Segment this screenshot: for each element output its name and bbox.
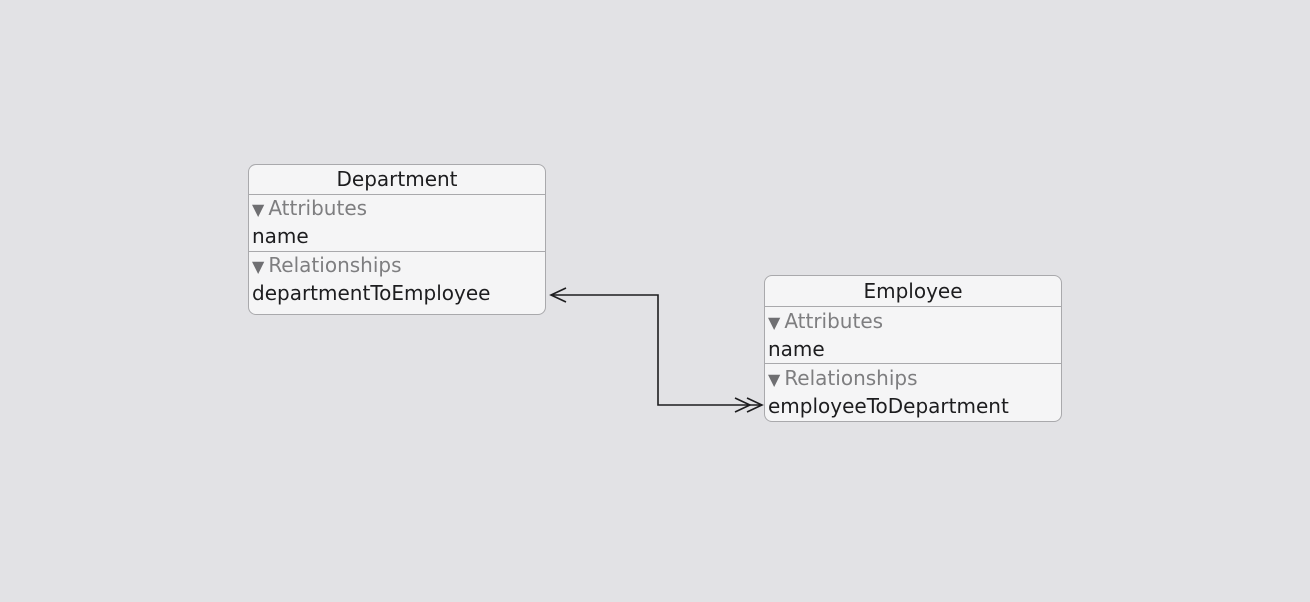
attribute-row-name[interactable]: name bbox=[768, 337, 825, 361]
entity-title[interactable]: Employee bbox=[765, 276, 1061, 307]
relationships-section-header[interactable]: ▼Relationships bbox=[249, 252, 545, 279]
relationships-header-label: Relationships bbox=[784, 366, 918, 390]
attribute-row-name[interactable]: name bbox=[252, 224, 309, 248]
attributes-section-header[interactable]: ▼Attributes bbox=[249, 195, 545, 222]
attributes-header-label: Attributes bbox=[268, 196, 368, 220]
section-divider bbox=[765, 363, 1061, 364]
to-many-arrowhead-icon bbox=[734, 397, 752, 413]
relationship-row-department-to-employee[interactable]: departmentToEmployee bbox=[252, 281, 491, 305]
connector-line bbox=[551, 294, 762, 406]
relationships-header-label: Relationships bbox=[268, 253, 402, 277]
relationship-row-employee-to-department[interactable]: employeeToDepartment bbox=[768, 394, 1009, 418]
entity-department[interactable]: Department ▼Attributes name ▼Relationshi… bbox=[248, 164, 546, 315]
triangle-down-icon[interactable]: ▼ bbox=[768, 313, 781, 332]
attributes-header-label: Attributes bbox=[784, 309, 884, 333]
to-many-arrowhead-icon bbox=[746, 397, 764, 413]
entity-employee[interactable]: Employee ▼Attributes name ▼Relationships… bbox=[764, 275, 1062, 422]
relationships-section-header[interactable]: ▼Relationships bbox=[765, 364, 1061, 392]
section-divider bbox=[249, 251, 545, 252]
attributes-section-header[interactable]: ▼Attributes bbox=[765, 307, 1061, 335]
to-one-arrowhead-icon bbox=[549, 287, 567, 303]
triangle-down-icon[interactable]: ▼ bbox=[252, 257, 265, 276]
entity-title[interactable]: Department bbox=[249, 165, 545, 195]
triangle-down-icon[interactable]: ▼ bbox=[252, 200, 265, 219]
triangle-down-icon[interactable]: ▼ bbox=[768, 370, 781, 389]
